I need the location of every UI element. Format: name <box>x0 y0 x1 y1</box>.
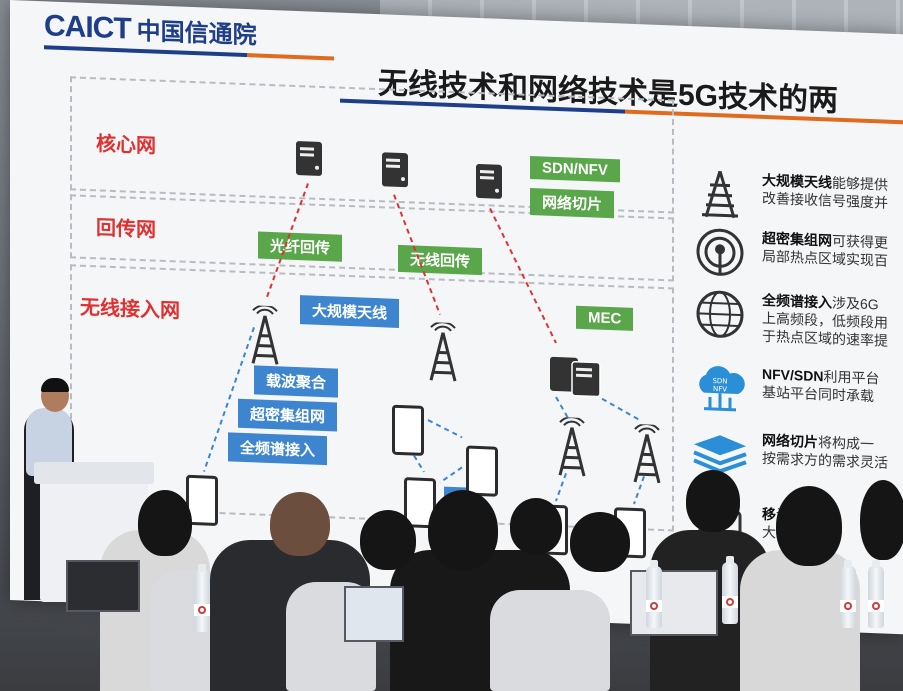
logo-en: CAICT <box>44 9 131 46</box>
server-icon <box>296 141 322 176</box>
cloud-text-top: SDN <box>712 377 727 386</box>
audience-head <box>860 480 903 560</box>
caict-logo: CAICT 中国信通院 <box>44 7 257 51</box>
layer-label-ran: 无线接入网 <box>80 296 180 323</box>
water-bottle <box>840 560 856 628</box>
logo-cn: 中国信通院 <box>136 17 257 50</box>
feature-bold: 大规模天线 <box>762 171 832 191</box>
feature-massive-mimo: 大规模天线能够提供改善接收信号强度并 <box>690 168 888 226</box>
tag-network-slicing: 网络切片 <box>530 187 615 219</box>
feature-bold: 网络切片 <box>762 431 818 451</box>
audience <box>0 470 903 691</box>
feature-line: 利用平台 <box>823 368 880 387</box>
water-bottle <box>646 560 662 628</box>
server-icon <box>476 164 502 199</box>
water-bottle <box>722 556 738 624</box>
audience-head <box>570 512 630 572</box>
audience-head <box>686 470 740 532</box>
cell-tower-icon <box>251 305 279 365</box>
globe-icon <box>696 290 744 338</box>
audience-head <box>138 490 192 556</box>
laptop <box>344 586 404 642</box>
feature-bold: 全频谱接入 <box>762 291 832 311</box>
feature-line: 将构成一 <box>818 434 874 453</box>
feature-line: 于热点区域的速率提 <box>762 327 888 349</box>
feature-line: 涉及6G <box>832 294 879 313</box>
tag-wireless-backhaul: 无线回传 <box>398 244 483 276</box>
tag-ultra-dense: 超密集组网 <box>238 398 338 432</box>
chair <box>490 590 610 691</box>
feature-line: 能够提供 <box>832 174 888 193</box>
audience-head <box>428 490 498 570</box>
feature-line: 局部热点区域实现百 <box>762 247 888 269</box>
feature-line: 改善接收信号强度并 <box>762 189 888 211</box>
broadcast-signal-icon <box>696 228 744 276</box>
projection-screen: CAICT 中国信通院 无线技术和网络技术是5G技术的两 核心网 回传网 无线接… <box>10 0 903 635</box>
tag-mec: MEC <box>576 305 634 331</box>
tag-fiber-backhaul: 光纤回传 <box>258 231 343 262</box>
laptop <box>66 560 140 612</box>
tag-full-spectrum: 全频谱接入 <box>228 432 328 466</box>
podium-top <box>34 462 154 484</box>
feature-bold: NFV/SDN <box>762 365 824 385</box>
feature-bold: 超密集组网 <box>762 229 832 249</box>
audience-head <box>270 492 330 556</box>
water-bottle <box>868 560 884 628</box>
tag-massive-mimo: 大规模天线 <box>300 295 400 328</box>
cloud-text-bottom: NFV <box>713 385 727 394</box>
feature-line: 按需求方的需求灵活 <box>762 449 888 471</box>
audience-head <box>360 510 416 570</box>
tag-carrier-aggregation: 载波聚合 <box>254 365 339 398</box>
feature-ultra-dense: 超密集组网可获得更局部热点区域实现百 <box>690 226 888 284</box>
laptop <box>630 570 718 636</box>
antenna-array-icon <box>702 170 738 219</box>
audience-head <box>510 498 562 554</box>
feature-line: 可获得更 <box>832 232 888 251</box>
speaker-hair <box>41 378 69 392</box>
audience-head <box>776 486 842 566</box>
tag-sdn-nfv: SDN/NFV <box>530 155 620 183</box>
phone-icon <box>392 404 424 456</box>
mec-server-icon <box>550 356 601 398</box>
feature-line: 上高频段，低频段用 <box>762 309 888 331</box>
layer-label-backhaul: 回传网 <box>96 217 156 242</box>
feature-line: 基站平台同时承载 <box>762 383 874 405</box>
server-icon <box>382 152 408 188</box>
cell-tower-icon <box>429 321 457 382</box>
water-bottle <box>194 564 210 632</box>
cell-tower-icon <box>633 423 661 484</box>
layer-label-core: 核心网 <box>96 133 156 158</box>
